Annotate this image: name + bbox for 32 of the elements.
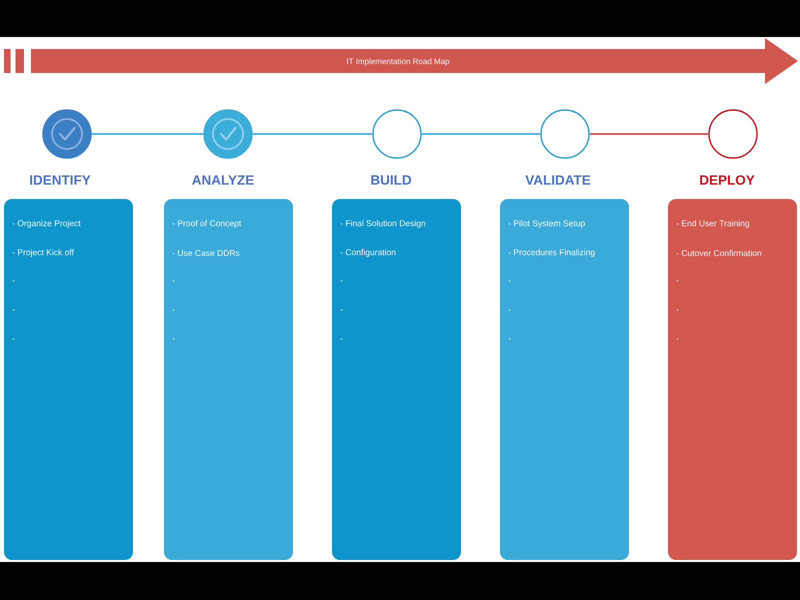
list-item: - Organize Project (12, 220, 81, 228)
step-circle (708, 109, 758, 159)
connector-line (252, 133, 372, 135)
list-item: - Project Kick off (12, 249, 74, 257)
connector-line (590, 133, 708, 135)
phase-heading: IDENTIFY (30, 175, 91, 185)
step-circle (372, 109, 422, 159)
phase-heading: ANALYZE (192, 175, 254, 185)
list-item: - (172, 280, 175, 282)
list-item: - (676, 280, 679, 282)
connector-line (422, 133, 540, 135)
list-item: - Final Solution Design (340, 220, 426, 228)
phase-heading: VALIDATE (525, 175, 590, 185)
list-item: - (508, 338, 511, 340)
list-item: - Proof of Concept (172, 220, 242, 228)
list-item: - (12, 280, 15, 282)
list-item: - (676, 338, 679, 340)
list-item: - (508, 280, 511, 282)
list-item: - Use Case DDRs (172, 250, 240, 256)
list-item: - (172, 338, 175, 340)
step-circle (540, 109, 590, 159)
phase-heading: DEPLOY (700, 175, 755, 185)
list-item: - Procedures Finalizing (508, 249, 595, 257)
list-item: - Pilot System Setup (508, 220, 585, 228)
phase-heading: BUILD (371, 175, 412, 185)
list-item: - (340, 338, 343, 340)
list-item: - End User Training (676, 220, 750, 228)
connector-line (92, 133, 204, 135)
list-item: - (12, 338, 15, 340)
list-item: - Cutover Confirmation (676, 250, 762, 256)
list-item: - Configuration (340, 249, 396, 257)
list-item: - (340, 280, 343, 282)
